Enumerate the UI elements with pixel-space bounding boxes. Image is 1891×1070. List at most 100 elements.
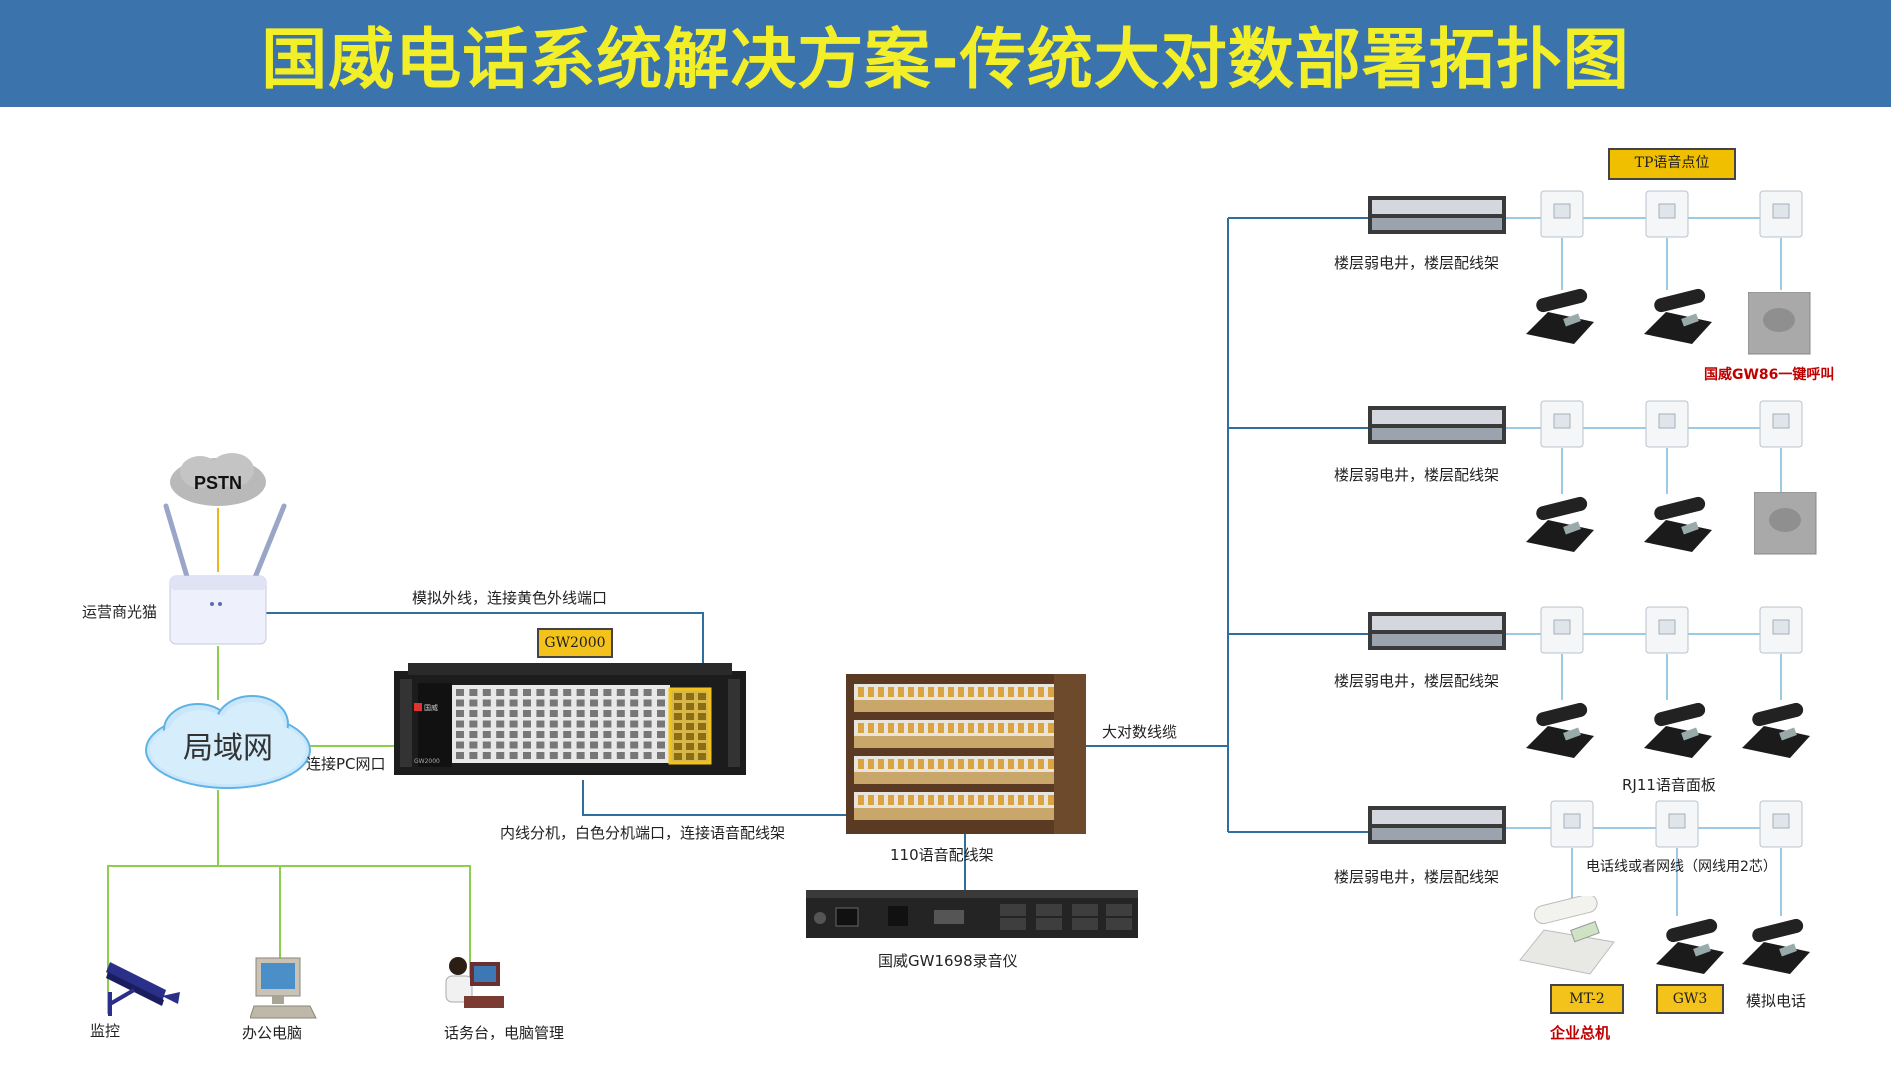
trunk-port: [686, 693, 694, 700]
port: [630, 731, 639, 738]
trunk-port: [698, 693, 706, 700]
port: [523, 689, 531, 696]
port: [496, 731, 505, 738]
frame-110-row: [854, 756, 1054, 784]
trunk-port: [698, 723, 706, 730]
trunk-port: [674, 733, 682, 740]
port: [509, 699, 518, 707]
port: [509, 752, 518, 759]
frame-110-row: [854, 720, 1054, 748]
port: [469, 741, 478, 749]
rj11-faceplate: [1645, 606, 1689, 654]
port: [590, 710, 598, 717]
port: [603, 731, 612, 738]
gw86-intercom-icon: [1748, 292, 1811, 355]
port: [576, 731, 585, 738]
floor-1-label: 楼层弱电井，楼层配线架: [1334, 254, 1500, 272]
port: [523, 710, 531, 717]
port: [603, 752, 612, 759]
frame-110-label: 110语音配线架: [890, 846, 994, 864]
desk-phone-icon: [1526, 496, 1594, 552]
gw86-intercom-icon: [1754, 492, 1817, 555]
port: [456, 752, 464, 759]
port: [576, 752, 585, 759]
port: [523, 731, 531, 738]
port: [657, 699, 665, 707]
port: [563, 731, 572, 738]
lan-label: 局域网: [183, 731, 273, 766]
port: [657, 741, 665, 749]
port: [482, 689, 491, 696]
port: [616, 731, 625, 738]
port: [590, 752, 598, 759]
port: [509, 689, 518, 696]
trunk-port: [698, 753, 706, 760]
port: [590, 689, 598, 696]
patch-panel: [1368, 406, 1506, 444]
port: [456, 741, 464, 749]
port: [643, 752, 652, 759]
port: [643, 731, 652, 738]
floor-2-label: 楼层弱电井，楼层配线架: [1334, 466, 1500, 484]
port: [616, 752, 625, 759]
port: [509, 710, 518, 717]
port: [563, 752, 572, 759]
port: [496, 699, 505, 707]
operator-label: 话务台，电脑管理: [444, 1024, 565, 1042]
port: [523, 720, 531, 728]
port: [603, 710, 612, 717]
port: [590, 731, 598, 738]
trunk-port: [674, 703, 682, 710]
port: [657, 752, 665, 759]
port: [590, 720, 598, 728]
port: [643, 720, 652, 728]
port: [576, 699, 585, 707]
analog-phone-label: 模拟电话: [1746, 992, 1807, 1010]
port: [456, 689, 464, 696]
port: [643, 699, 652, 707]
floor-4-label: 楼层弱电井，楼层配线架: [1334, 868, 1500, 886]
port: [563, 699, 572, 707]
port: [616, 741, 625, 749]
port: [482, 699, 491, 707]
port: [456, 710, 464, 717]
lan-cloud: 局域网: [145, 695, 311, 789]
port: [456, 731, 464, 738]
port: [509, 741, 518, 749]
rj11-faceplate: [1645, 400, 1689, 448]
port: [536, 741, 545, 749]
port: [482, 710, 491, 717]
rj11-faceplate: [1550, 800, 1594, 848]
internal-ext-label: 内线分机，白色分机端口，连接语音配线架: [500, 824, 786, 842]
desk-phone-icon: [1644, 702, 1712, 758]
port: [469, 699, 478, 707]
port: [523, 741, 531, 749]
analog-trunk-label: 模拟外线，连接黄色外线端口: [412, 589, 608, 607]
title-banner: 国威电话系统解决方案-传统大对数部署拓扑图: [0, 0, 1891, 107]
rj11-faceplate: [1655, 800, 1699, 848]
port: [657, 731, 665, 738]
trunk-port: [686, 753, 694, 760]
port: [469, 731, 478, 738]
port: [643, 710, 652, 717]
port: [576, 741, 585, 749]
port: [496, 741, 505, 749]
port: [590, 741, 598, 749]
port: [536, 710, 545, 717]
port: [603, 720, 612, 728]
port: [549, 689, 558, 696]
port: [576, 689, 585, 696]
rj11-label: RJ11语音面板: [1622, 776, 1716, 794]
port: [482, 731, 491, 738]
trunk-port: [698, 743, 706, 750]
rj11-faceplate: [1759, 190, 1803, 238]
tp-voice-tag: TP语音点位: [1608, 148, 1736, 180]
patch-panel: [1368, 806, 1506, 844]
port: [630, 710, 639, 717]
floor-3-label: 楼层弱电井，楼层配线架: [1334, 672, 1500, 690]
trunk-port: [686, 743, 694, 750]
pc-port-label: 连接PC网口: [306, 755, 386, 773]
rj11-faceplate: [1540, 400, 1584, 448]
console-phone-icon: [1519, 896, 1615, 975]
office-pc-label: 办公电脑: [242, 1024, 303, 1042]
